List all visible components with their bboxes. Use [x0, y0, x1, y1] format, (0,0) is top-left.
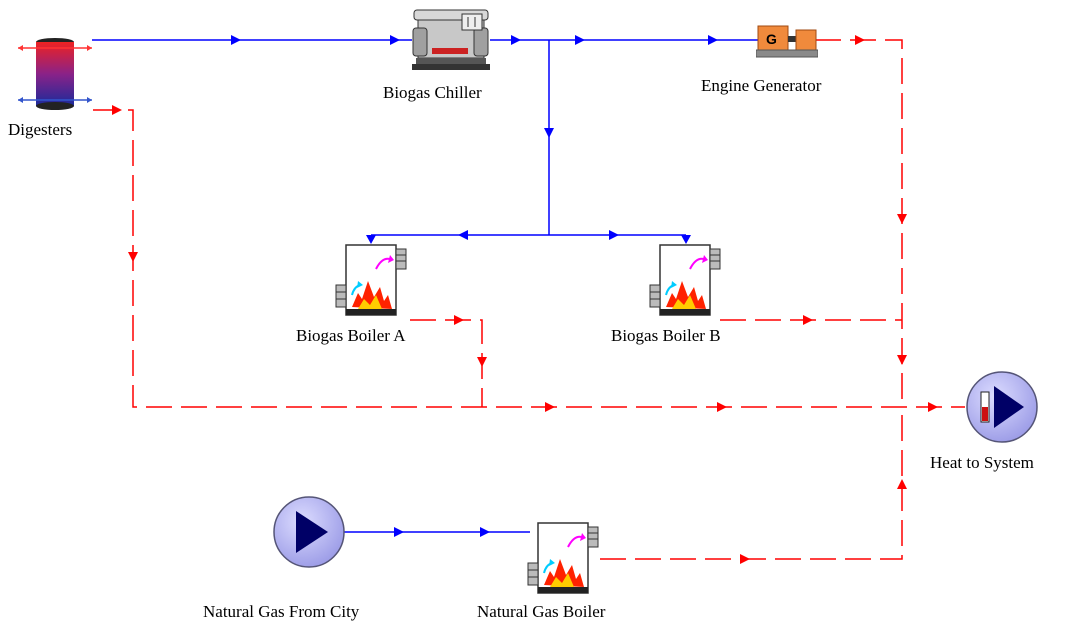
flow-arrow	[366, 235, 376, 244]
flow-arrow	[681, 235, 691, 244]
boiler-icon[interactable]	[646, 243, 728, 319]
flow-arrow	[458, 230, 468, 240]
flow-arrow	[545, 402, 555, 412]
heat-line-digesters	[93, 109, 965, 408]
heat-line-engine	[815, 39, 903, 407]
storage-tank-icon[interactable]	[16, 36, 96, 116]
natural-gas-boiler-label: Natural Gas Boiler	[477, 602, 606, 621]
flow-arrow	[897, 355, 907, 365]
flow-arrow	[128, 252, 138, 262]
flow-arrow	[394, 527, 404, 537]
svg-text:G: G	[766, 31, 777, 47]
gas-source-pump-icon[interactable]	[272, 495, 348, 571]
flow-arrow	[897, 479, 907, 489]
heat-line-boiler-a	[410, 319, 483, 407]
flow-arrow	[480, 527, 490, 537]
flow-arrow	[740, 554, 750, 564]
natural-gas-from-city-label: Natural Gas From City	[203, 602, 360, 621]
engine-generator-label: Engine Generator	[701, 76, 822, 95]
gas-arrows	[231, 35, 718, 537]
flow-arrow	[231, 35, 241, 45]
boiler-a-label: Biogas Boiler A	[296, 326, 406, 345]
generator-icon[interactable]: G	[756, 24, 818, 60]
flow-arrow	[575, 35, 585, 45]
flow-arrow	[855, 35, 865, 45]
boiler-b-label: Biogas Boiler B	[611, 326, 721, 345]
flow-arrow	[511, 35, 521, 45]
flow-arrow	[897, 214, 907, 224]
heat-lines	[93, 39, 965, 560]
flow-arrow	[708, 35, 718, 45]
heat-output-pump-icon[interactable]	[964, 370, 1042, 446]
flow-arrow	[112, 105, 122, 115]
heat-to-system-label: Heat to System	[930, 453, 1034, 472]
flow-arrow	[803, 315, 813, 325]
flow-arrow	[544, 128, 554, 138]
digesters-label: Digesters	[8, 120, 73, 139]
heat-line-ng-boiler	[600, 407, 903, 560]
boiler-icon[interactable]	[332, 243, 414, 319]
flow-arrow	[390, 35, 400, 45]
flow-arrow	[928, 402, 938, 412]
chiller-icon[interactable]	[410, 8, 492, 78]
chiller-label: Biogas Chiller	[383, 83, 482, 102]
flow-arrow	[609, 230, 619, 240]
flow-arrow	[717, 402, 727, 412]
heat-arrows	[112, 35, 938, 564]
boiler-icon[interactable]	[524, 521, 606, 597]
flow-arrow	[454, 315, 464, 325]
flow-arrow	[477, 357, 487, 367]
